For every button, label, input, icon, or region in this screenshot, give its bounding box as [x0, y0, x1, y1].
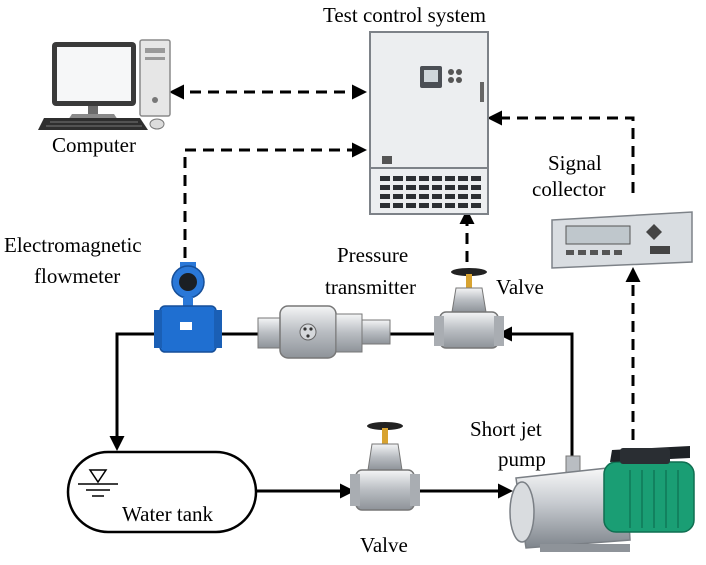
- jet-pump-device: [509, 446, 695, 552]
- pipe-flowmeter-to-tank: [109, 332, 160, 451]
- label-test-control-system: Test control system: [323, 3, 486, 27]
- upper-valve-device: [434, 268, 504, 349]
- label-pressure-transmitter-line2: transmitter: [325, 275, 416, 299]
- signal-flowmeter-to-control: [183, 142, 367, 258]
- label-valve-lower: Valve: [360, 533, 408, 557]
- label-short-jet-pump-line2: pump: [498, 447, 546, 471]
- label-computer: Computer: [52, 133, 136, 157]
- label-signal-collector-line2: collector: [532, 177, 605, 201]
- label-flowmeter-line2: flowmeter: [34, 264, 120, 288]
- flowmeter-device: [154, 262, 222, 353]
- label-short-jet-pump-line1: Short jet: [470, 417, 542, 441]
- control-cabinet: [369, 31, 489, 215]
- label-signal-collector-line1: Signal: [548, 151, 602, 175]
- lower-valve-device: [350, 422, 420, 511]
- label-water-tank: Water tank: [122, 502, 214, 526]
- pressure-transmitter-device: [257, 305, 391, 359]
- signal-lines: [169, 84, 641, 440]
- label-flowmeter-line1: Electromagnetic: [4, 233, 142, 257]
- water-tank: [66, 450, 258, 534]
- computer-icon: [38, 39, 171, 130]
- label-pressure-transmitter-line1: Pressure: [337, 243, 408, 267]
- signal-collector-to-control: [487, 110, 635, 193]
- pipe-pump-to-upper-valve: [497, 326, 574, 478]
- label-valve-upper: Valve: [496, 275, 544, 299]
- pipe-lines: [109, 326, 574, 499]
- labels: Test control system Computer Signal coll…: [4, 3, 605, 557]
- signal-collector-device: [551, 211, 693, 269]
